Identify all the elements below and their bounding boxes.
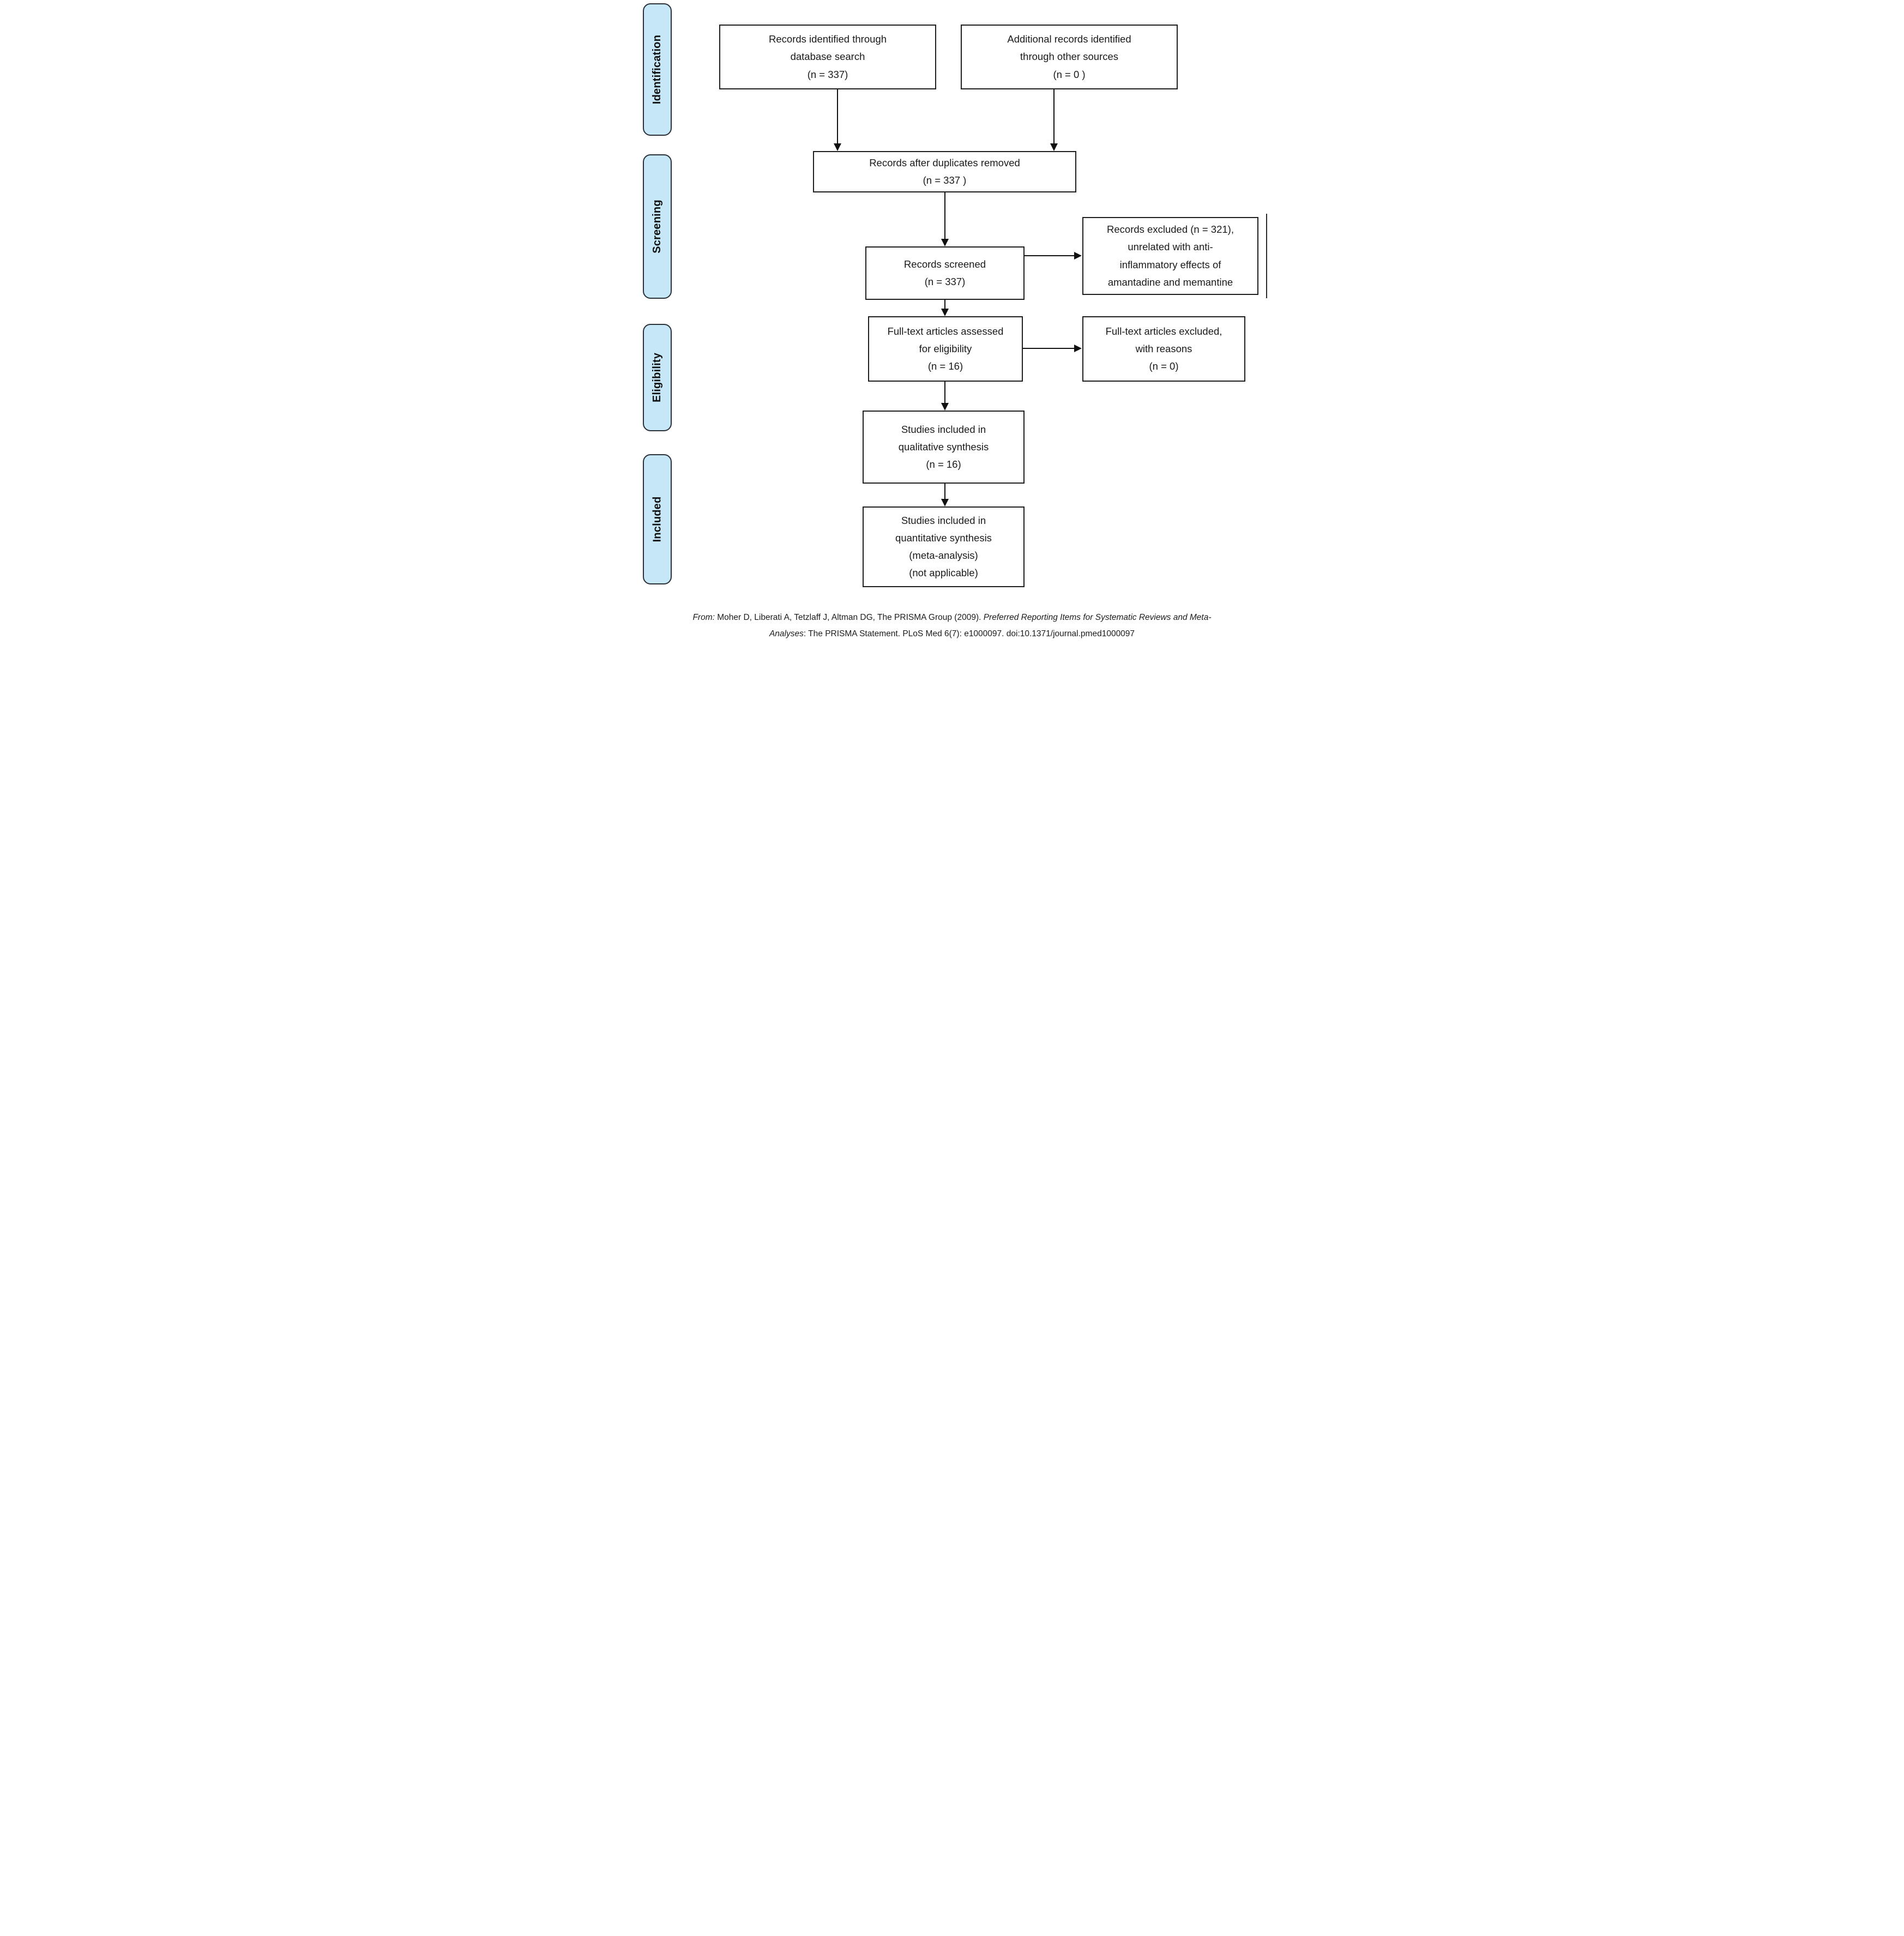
box-duplicates-removed: Records after duplicates removed (n = 33… [813, 151, 1076, 192]
stage-screening-label: Screening [651, 200, 663, 254]
stage-included: Included [643, 454, 672, 584]
arrow-identified-to-duplicates-head [834, 143, 841, 151]
box-additional-records: Additional records identified through ot… [961, 25, 1178, 89]
box-records-excluded: Records excluded (n = 321), unrelated wi… [1082, 217, 1258, 295]
arrow-additional-to-duplicates-line [1053, 89, 1055, 144]
citation-line-2: Analyses: The PRISMA Statement. PLoS Med… [769, 629, 1135, 639]
arrow-qualitative-to-quantitative-line [944, 484, 945, 499]
stage-eligibility: Eligibility [643, 324, 672, 431]
stage-identification-label: Identification [651, 34, 663, 105]
stage-included-label: Included [651, 496, 664, 542]
arrow-additional-to-duplicates-head [1050, 143, 1058, 151]
arrow-fulltext-to-qualitative-line [944, 382, 945, 403]
arrow-fulltext-to-excluded-line [1023, 348, 1074, 349]
stage-eligibility-label: Eligibility [651, 352, 664, 403]
arrow-qualitative-to-quantitative-head [941, 499, 949, 506]
stray-vertical-line [1266, 214, 1267, 298]
citation-line-1: From: Moher D, Liberati A, Tetzlaff J, A… [692, 613, 1212, 622]
box-quantitative-synthesis: Studies included in quantitative synthes… [863, 506, 1025, 587]
arrow-duplicates-to-screened-line [944, 192, 945, 239]
arrow-fulltext-to-excluded-head [1074, 345, 1082, 352]
box-fulltext-assessed: Full-text articles assessed for eligibil… [868, 316, 1023, 382]
box-records-identified: Records identified through database sear… [719, 25, 936, 89]
arrow-screened-to-fulltext-line [944, 300, 945, 309]
arrow-identified-to-duplicates-line [837, 89, 838, 144]
arrow-fulltext-to-qualitative-head [941, 403, 949, 411]
arrow-duplicates-to-screened-head [941, 239, 949, 246]
citation: From: Moher D, Liberati A, Tetzlaff J, A… [635, 610, 1269, 642]
box-records-screened: Records screened (n = 337) [865, 246, 1025, 300]
arrow-screened-to-excluded-line [1025, 255, 1074, 256]
arrow-screened-to-fulltext-head [941, 309, 949, 316]
stage-screening: Screening [643, 154, 672, 299]
box-qualitative-synthesis: Studies included in qualitative synthesi… [863, 411, 1025, 484]
prisma-flow-diagram: Identification Screening Eligibility Inc… [635, 0, 1269, 646]
stage-identification: Identification [643, 3, 672, 136]
box-fulltext-excluded: Full-text articles excluded, with reason… [1082, 316, 1245, 382]
arrow-screened-to-excluded-head [1074, 252, 1082, 260]
